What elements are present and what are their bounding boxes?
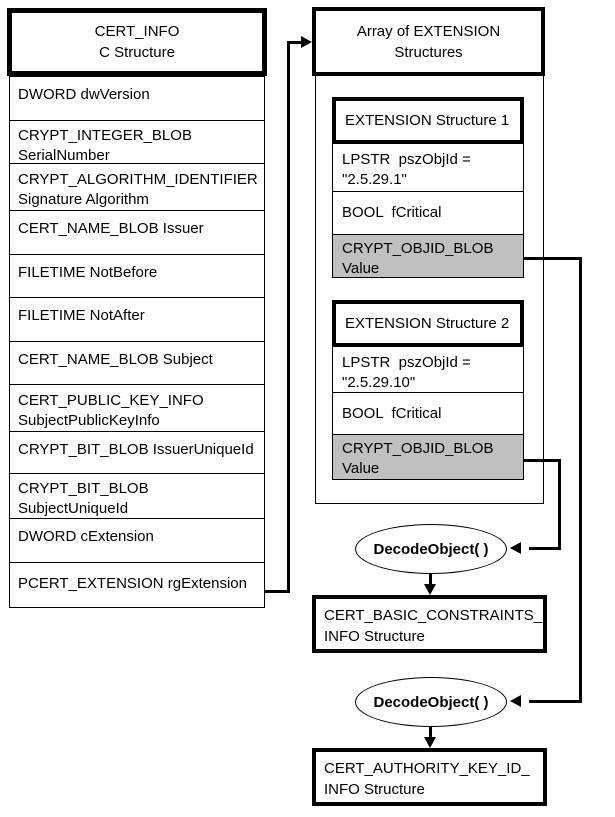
arrowhead-icon (301, 36, 312, 48)
arrowhead-icon (510, 695, 521, 707)
line-segment (265, 590, 290, 593)
cert-info-row-issueruniqueid: CRYPT_BIT_BLOB IssuerUniqueId (9, 431, 265, 474)
extension-array-title-box: Array of EXTENSION Structures (312, 7, 545, 76)
cert-authority-key-id-box: CERT_AUTHORITY_KEY_ID_ INFO Structure (312, 748, 547, 806)
line-segment (287, 41, 290, 593)
line-segment (523, 257, 582, 260)
decode-object-2-ellipse: DecodeObject( ) (355, 677, 507, 727)
arrowhead-icon (424, 737, 436, 748)
cert-info-field-table: DWORD dwVersion CRYPT_INTEGER_BLOB Seria… (9, 76, 265, 608)
cert-info-row-serialnumber: CRYPT_INTEGER_BLOB SerialNumber (9, 120, 265, 164)
extension-2-row-value: CRYPT_OBJID_BLOB Value (332, 434, 524, 480)
cert-info-row-subject: CERT_NAME_BLOB Subject (9, 341, 265, 385)
extension-2-row-pszobjid: LPSTR pszObjId = "2.5.29.10" (332, 346, 524, 393)
line-segment (558, 459, 561, 550)
cert-info-row-notafter: FILETIME NotAfter (9, 297, 265, 342)
line-segment (529, 700, 582, 703)
extension-1-row-pszobjid: LPSTR pszObjId = "2.5.29.1" (332, 143, 524, 192)
cert-info-row-rgextension: PCERT_EXTENSION rgExtension (9, 562, 265, 608)
cert-info-title-box: CERT_INFO C Structure (7, 8, 267, 76)
cert-info-row-cextension: DWORD cExtension (9, 518, 265, 563)
arrowhead-icon (510, 542, 521, 554)
decode-object-1-ellipse: DecodeObject( ) (355, 524, 507, 574)
line-segment (429, 574, 432, 587)
extension-structure-2-rows: LPSTR pszObjId = "2.5.29.10" BOOL fCriti… (332, 346, 524, 480)
cert-info-row-signaturealgorithm: CRYPT_ALGORITHM_IDENTIFIER Signature Alg… (9, 163, 265, 211)
cert-info-row-dwversion: DWORD dwVersion (9, 76, 265, 121)
cert-info-row-subjectuniqueid: CRYPT_BIT_BLOB SubjectUniqueId (9, 473, 265, 519)
line-segment (579, 257, 582, 703)
extension-structure-1-rows: LPSTR pszObjId = "2.5.29.1" BOOL fCritic… (332, 143, 524, 278)
extension-2-row-fcritical: BOOL fCritical (332, 392, 524, 435)
cert-info-row-issuer: CERT_NAME_BLOB Issuer (9, 210, 265, 255)
cert-info-row-notbefore: FILETIME NotBefore (9, 254, 265, 298)
cert-info-row-subjectpublickeyinfo: CERT_PUBLIC_KEY_INFO SubjectPublicKeyInf… (9, 384, 265, 432)
line-segment (529, 547, 561, 550)
line-segment (287, 41, 303, 44)
extension-structure-1-title-box: EXTENSION Structure 1 (332, 97, 524, 144)
extension-structure-2-title-box: EXTENSION Structure 2 (332, 300, 524, 347)
line-segment (523, 459, 561, 462)
line-segment (429, 727, 432, 740)
cert-basic-constraints-box: CERT_BASIC_CONSTRAINTS_ INFO Structure (312, 595, 547, 653)
extension-1-row-value: CRYPT_OBJID_BLOB Value (332, 234, 524, 278)
arrowhead-icon (424, 584, 436, 595)
extension-1-row-fcritical: BOOL fCritical (332, 191, 524, 235)
